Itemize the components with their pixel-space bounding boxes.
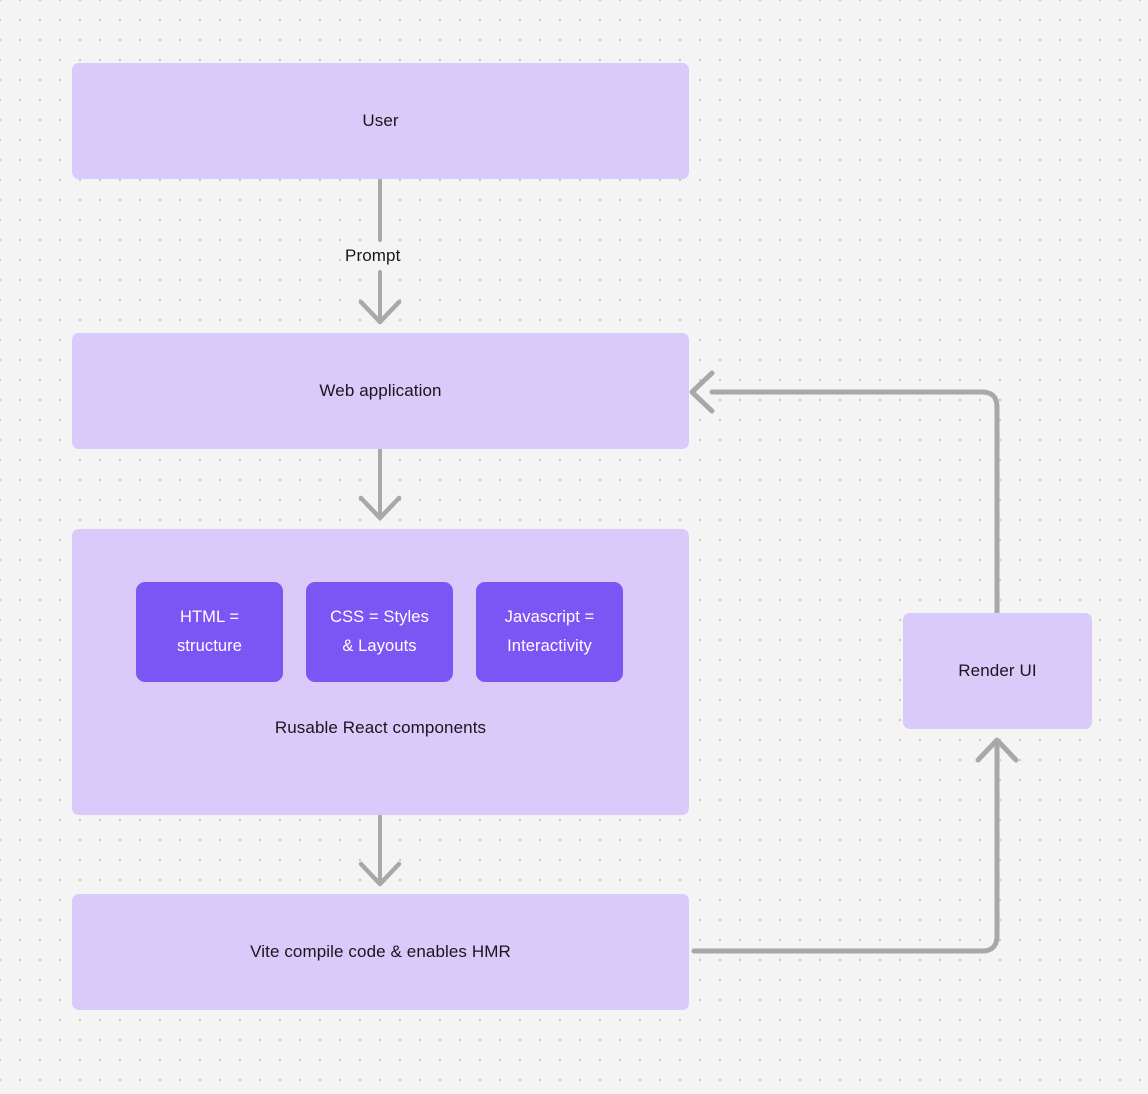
- chip-javascript[interactable]: Javascript = Interactivity: [476, 582, 623, 682]
- chip-css-line1: CSS = Styles: [330, 608, 429, 627]
- chip-row: HTML = structure CSS = Styles & Layouts …: [136, 582, 623, 682]
- node-react-components-caption: Rusable React components: [274, 718, 487, 737]
- chip-css-line2: & Layouts: [342, 637, 417, 655]
- chip-html-text: HTML = structure: [177, 603, 242, 661]
- node-web-application[interactable]: Web application: [72, 333, 689, 449]
- chip-html-line1: HTML =: [179, 608, 240, 627]
- chip-javascript-text: Javascript = Interactivity: [505, 603, 595, 661]
- chip-css-text: CSS = Styles & Layouts: [330, 603, 429, 661]
- chip-css[interactable]: CSS = Styles & Layouts: [306, 582, 453, 682]
- node-render-ui-label: Render UI: [958, 660, 1037, 680]
- node-react-components-group[interactable]: HTML = structure CSS = Styles & Layouts …: [72, 529, 689, 815]
- chip-javascript-line1: Javascript =: [504, 608, 595, 627]
- node-user-label: User: [362, 110, 399, 130]
- chip-html-line2: structure: [176, 637, 243, 655]
- edge-label-prompt: Prompt: [345, 246, 401, 265]
- chip-html[interactable]: HTML = structure: [136, 582, 283, 682]
- node-user[interactable]: User: [72, 63, 689, 179]
- node-vite-label: Vite compile code & enables HMR: [250, 941, 511, 961]
- node-web-application-label: Web application: [319, 380, 442, 400]
- node-render-ui[interactable]: Render UI: [903, 613, 1092, 729]
- node-vite[interactable]: Vite compile code & enables HMR: [72, 894, 689, 1010]
- chip-javascript-line2: Interactivity: [507, 637, 592, 655]
